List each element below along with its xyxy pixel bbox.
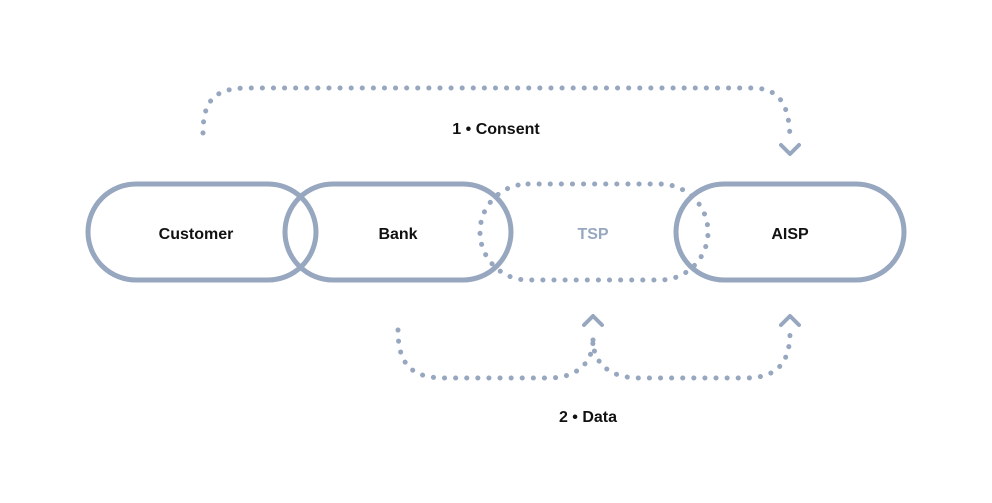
customer-node: [85, 181, 319, 283]
data-flow-path-bank-to-tsp: [395, 327, 596, 381]
customer-label: Customer: [159, 226, 234, 243]
data-arrowhead-aisp: [779, 314, 801, 327]
bank-label: Bank: [378, 226, 417, 243]
tsp-label: TSP: [577, 226, 608, 243]
tsp-node: [477, 181, 711, 283]
bank-node: [282, 181, 514, 283]
data-arrowhead-tsp: [582, 314, 604, 327]
consent-arrowhead: [779, 143, 801, 156]
data-flow-label: 2 • Data: [559, 409, 617, 426]
data-flow-path-tsp-to-aisp: [590, 329, 793, 381]
aisp-node: [673, 181, 907, 283]
aisp-label: AISP: [771, 226, 809, 243]
consent-flow-label: 1 • Consent: [452, 121, 540, 138]
